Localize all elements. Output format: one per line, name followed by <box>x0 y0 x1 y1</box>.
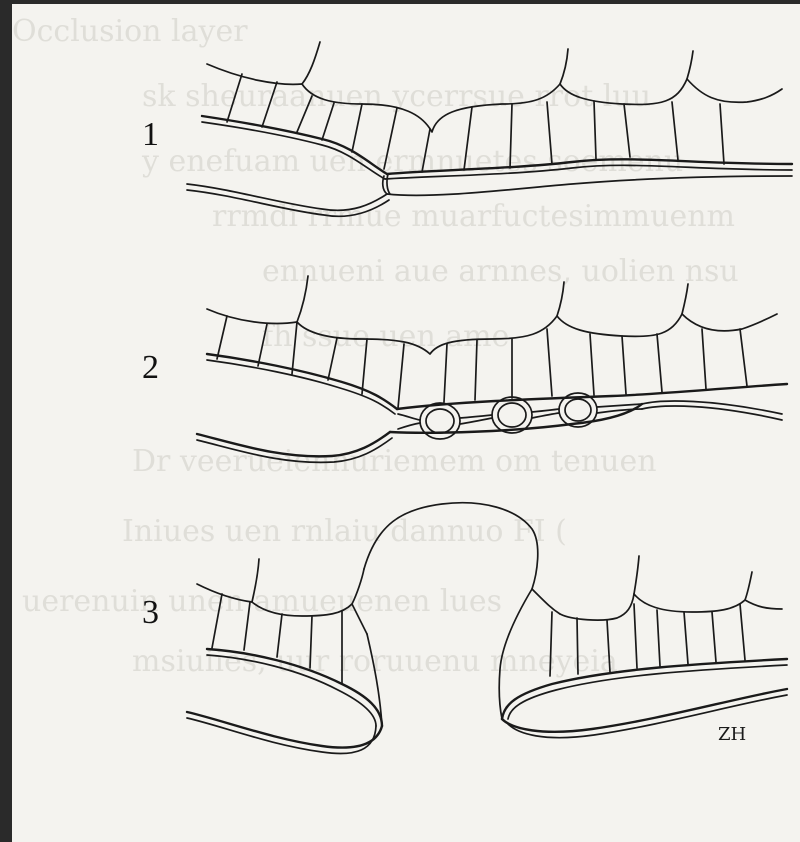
intact-epithelial-layer-diagram <box>187 42 792 216</box>
figure-page: Occlusion layer sk sheuraanuen ycerrsue … <box>12 4 800 842</box>
diagram-canvas <box>12 4 800 842</box>
fusing-epithelial-layer-with-vesicles-diagram <box>197 276 787 462</box>
artist-signature: ZH <box>718 724 746 745</box>
separated-epithelial-layer-diagram <box>187 503 787 754</box>
